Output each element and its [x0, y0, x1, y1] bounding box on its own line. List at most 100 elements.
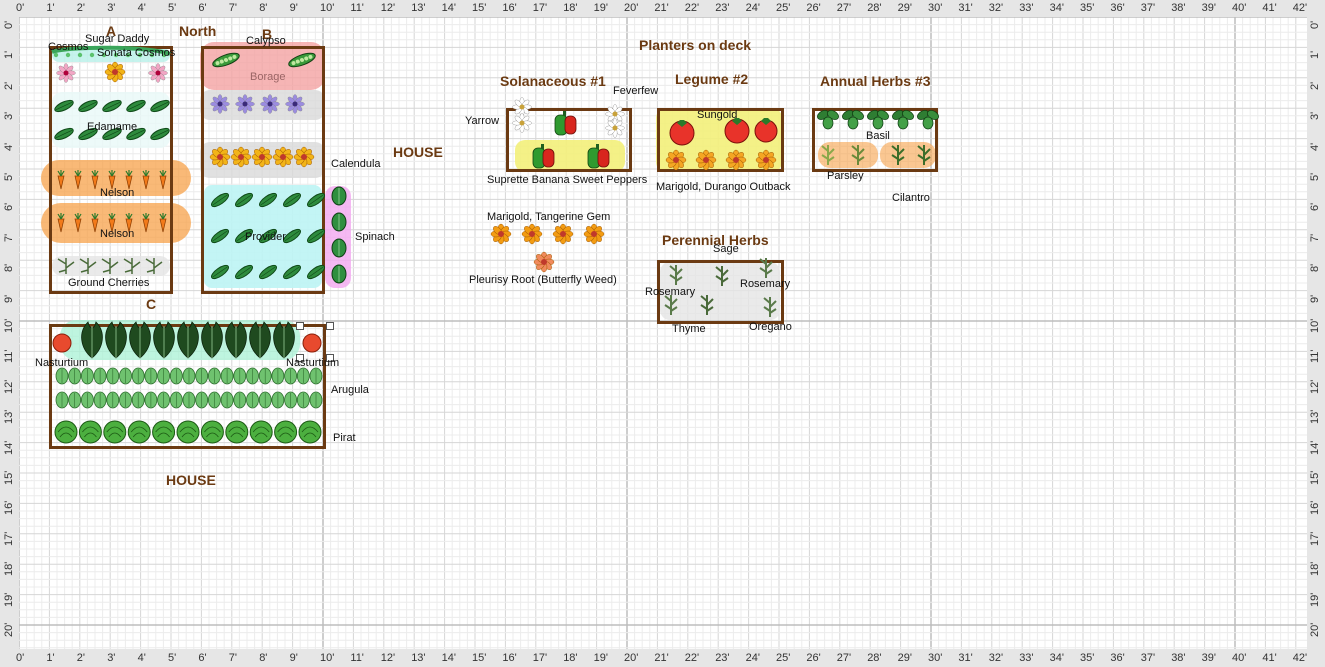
plant-label[interactable]: Nelson	[100, 187, 135, 199]
tomato-icon	[669, 120, 695, 146]
bed-b[interactable]	[201, 46, 325, 294]
ruler-y-tick: 7'	[1309, 233, 1321, 242]
ruler-y-tick: 9'	[3, 294, 15, 303]
herb-icon	[917, 110, 939, 130]
bed-legume[interactable]	[657, 108, 784, 172]
lettuce-icon	[144, 391, 158, 409]
ruler-x-tick: 5'	[168, 652, 177, 664]
plant-label[interactable]: Nelson	[100, 228, 135, 240]
bean-icon	[78, 99, 98, 113]
ruler-y-tick: 4'	[3, 142, 15, 151]
ruler-y-tick: 9'	[1309, 294, 1321, 303]
plant-label[interactable]: Sugar Daddy	[85, 33, 150, 45]
plant-label[interactable]: Rosemary	[645, 286, 696, 298]
plant-label[interactable]: Yarrow	[465, 115, 500, 127]
plant-label[interactable]: Cilantro	[892, 192, 930, 204]
marigold-icon	[583, 223, 605, 245]
plant-label[interactable]: Pirat	[333, 432, 356, 444]
herb-icon	[851, 145, 865, 165]
ground-cherry-icon	[145, 258, 163, 274]
perennial-herbs-heading: Perennial Herbs	[662, 232, 769, 248]
ruler-x-tick: 40'	[1232, 2, 1247, 14]
plant-label[interactable]: Edamame	[87, 121, 138, 133]
nasturtium-icon	[52, 333, 72, 353]
ruler-x-tick: 35'	[1080, 2, 1095, 14]
pea-icon	[89, 52, 95, 58]
plant-label[interactable]: Arugula	[331, 384, 369, 396]
plant-label[interactable]: Sage	[713, 243, 739, 255]
left-ruler	[0, 0, 19, 667]
ruler-x-tick: 38'	[1171, 2, 1186, 14]
lettuce-icon	[55, 367, 69, 385]
bean-icon	[234, 192, 254, 208]
selection-handle[interactable]	[296, 354, 304, 362]
ruler-y-tick: 11'	[1309, 349, 1321, 364]
plant-label[interactable]: Cosmos	[48, 41, 89, 53]
ruler-x-tick: 36'	[1110, 652, 1125, 664]
ruler-y-tick: 10'	[3, 318, 15, 333]
lettuce-icon	[93, 391, 107, 409]
plant-label[interactable]: Suprette Banana Sweet Peppers	[487, 174, 648, 186]
herb-icon	[817, 110, 839, 130]
house-heading-right: HOUSE	[393, 144, 443, 160]
ruler-x-tick: 2'	[76, 652, 86, 664]
plant-label[interactable]: Marigold, Durango Outback	[656, 181, 791, 193]
pea-highlight	[52, 48, 170, 62]
flower-icon	[605, 104, 625, 124]
bed-annual-herbs[interactable]	[812, 108, 938, 172]
plant-label[interactable]: Thyme	[672, 323, 706, 335]
plant-label[interactable]: Sonata Cosmos	[97, 47, 176, 59]
ruler-x-tick: 24'	[745, 652, 760, 664]
plant-label[interactable]: Oregano	[749, 321, 792, 333]
plant-label[interactable]: Sungold	[697, 109, 738, 121]
ruler-x-tick: 1'	[46, 652, 55, 664]
plant-label[interactable]: Pleurisy Root (Butterfly Weed)	[469, 274, 617, 286]
ruler-x-tick: 6'	[198, 2, 207, 14]
ruler-x-tick: 11'	[350, 652, 364, 664]
bed-solanaceous[interactable]	[506, 108, 632, 172]
top-ruler	[0, 0, 1325, 17]
selection-handle[interactable]	[326, 354, 334, 362]
selection-handle[interactable]	[326, 322, 334, 330]
bed-perennial-herbs[interactable]	[657, 260, 784, 324]
plant-label[interactable]: Parsley	[827, 170, 864, 182]
plant-label[interactable]: Rosemary	[740, 278, 791, 290]
kale-icon	[153, 321, 175, 359]
plant-label[interactable]: Nasturtium	[35, 357, 89, 369]
ruler-x-tick: 24'	[745, 2, 760, 14]
plant-label[interactable]: Spinach	[355, 231, 395, 243]
ruler-y-tick: 2'	[3, 81, 15, 90]
lettuce-icon	[182, 391, 196, 409]
selection-handle[interactable]	[296, 322, 304, 330]
carrot-highlight-2	[41, 203, 191, 243]
ruler-y-tick: 12'	[3, 379, 15, 394]
plant-label[interactable]: Nasturtium	[286, 357, 340, 369]
flower-icon	[285, 94, 305, 114]
lettuce-icon	[131, 367, 145, 385]
ruler-y-tick: 20'	[1309, 622, 1321, 637]
plant-label[interactable]: Basil	[866, 130, 890, 142]
marigold-icon	[272, 146, 294, 168]
marigold-icon	[725, 149, 747, 171]
plant-label[interactable]: Feverfew	[613, 85, 659, 97]
plant-label[interactable]: Provider	[245, 231, 286, 243]
plant-label[interactable]: Borage	[250, 71, 286, 83]
plant-label[interactable]: Calendula	[331, 158, 381, 170]
ruler-x-tick: 0'	[16, 2, 25, 14]
plant-label[interactable]: Marigold, Tangerine Gem	[487, 211, 611, 223]
carrot-icon	[159, 170, 167, 190]
bean-icon	[150, 127, 170, 141]
cabbage-icon	[152, 420, 176, 444]
ruler-y-tick: 0'	[3, 20, 15, 29]
ruler-x-tick: 29'	[897, 2, 912, 14]
plant-label[interactable]: Calypso	[246, 35, 286, 47]
lettuce-icon	[220, 367, 234, 385]
lettuce-icon	[144, 367, 158, 385]
cabbage-icon	[298, 420, 322, 444]
bean-icon	[258, 264, 278, 280]
carrot-icon	[125, 170, 133, 190]
plant-label[interactable]: Ground Cherries	[68, 277, 150, 289]
ruler-y-tick: 5'	[3, 172, 15, 181]
bed-c[interactable]	[49, 324, 326, 449]
